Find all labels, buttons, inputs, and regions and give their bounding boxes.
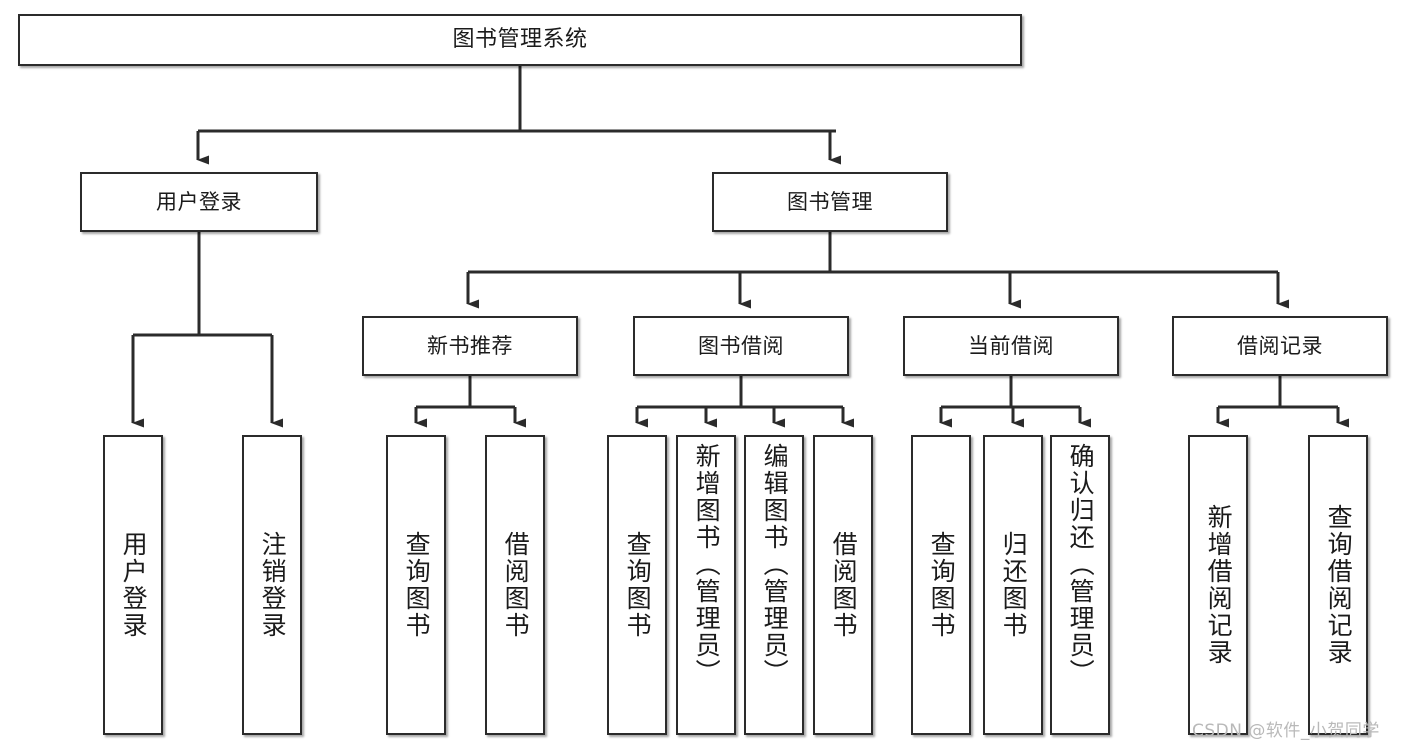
- node-leaf-borrow-book-1[interactable]: 借阅图书: [485, 435, 545, 735]
- node-book-manage[interactable]: 图书管理: [712, 172, 948, 232]
- node-label: 新增图书（管理员）: [692, 443, 722, 686]
- node-book-borrow[interactable]: 图书借阅: [633, 316, 849, 376]
- node-label: 新增借阅记录: [1204, 504, 1234, 666]
- node-label: 借阅图书: [829, 531, 859, 639]
- node-leaf-return-book[interactable]: 归还图书: [983, 435, 1043, 735]
- node-leaf-edit-book[interactable]: 编辑图书（管理员）: [744, 435, 804, 735]
- node-current-borrow[interactable]: 当前借阅: [903, 316, 1119, 376]
- node-label: 查询图书: [927, 531, 957, 639]
- node-label: 查询借阅记录: [1324, 504, 1354, 666]
- node-borrow-record[interactable]: 借阅记录: [1172, 316, 1388, 376]
- node-label: 图书借阅: [698, 333, 784, 358]
- node-label: 当前借阅: [968, 333, 1054, 358]
- node-user-login[interactable]: 用户登录: [80, 172, 318, 232]
- node-label: 图书管理: [787, 189, 873, 214]
- node-leaf-borrow-book-2[interactable]: 借阅图书: [813, 435, 873, 735]
- node-label: 编辑图书（管理员）: [760, 443, 790, 686]
- node-label: 确认归还（管理员）: [1066, 443, 1096, 686]
- node-new-book-rec[interactable]: 新书推荐: [362, 316, 578, 376]
- node-leaf-add-book[interactable]: 新增图书（管理员）: [676, 435, 736, 735]
- node-leaf-confirm-return[interactable]: 确认归还（管理员）: [1050, 435, 1110, 735]
- node-label: 查询图书: [623, 531, 653, 639]
- node-leaf-query-book-1[interactable]: 查询图书: [386, 435, 446, 735]
- node-leaf-query-record[interactable]: 查询借阅记录: [1308, 435, 1368, 735]
- node-leaf-query-book-2[interactable]: 查询图书: [607, 435, 667, 735]
- node-leaf-query-book-3[interactable]: 查询图书: [911, 435, 971, 735]
- node-label: 注销登录: [258, 531, 288, 639]
- node-root-system[interactable]: 图书管理系统: [18, 14, 1022, 66]
- node-label: 新书推荐: [427, 333, 513, 358]
- node-label: 用户登录: [119, 531, 149, 639]
- node-leaf-user-login[interactable]: 用户登录: [103, 435, 163, 735]
- node-label: 用户登录: [156, 189, 242, 214]
- node-label: 查询图书: [402, 531, 432, 639]
- node-label: 借阅记录: [1237, 333, 1323, 358]
- node-leaf-logout[interactable]: 注销登录: [242, 435, 302, 735]
- node-label: 归还图书: [999, 531, 1029, 639]
- node-label: 借阅图书: [501, 531, 531, 639]
- node-label: 图书管理系统: [452, 27, 588, 53]
- node-leaf-add-record[interactable]: 新增借阅记录: [1188, 435, 1248, 735]
